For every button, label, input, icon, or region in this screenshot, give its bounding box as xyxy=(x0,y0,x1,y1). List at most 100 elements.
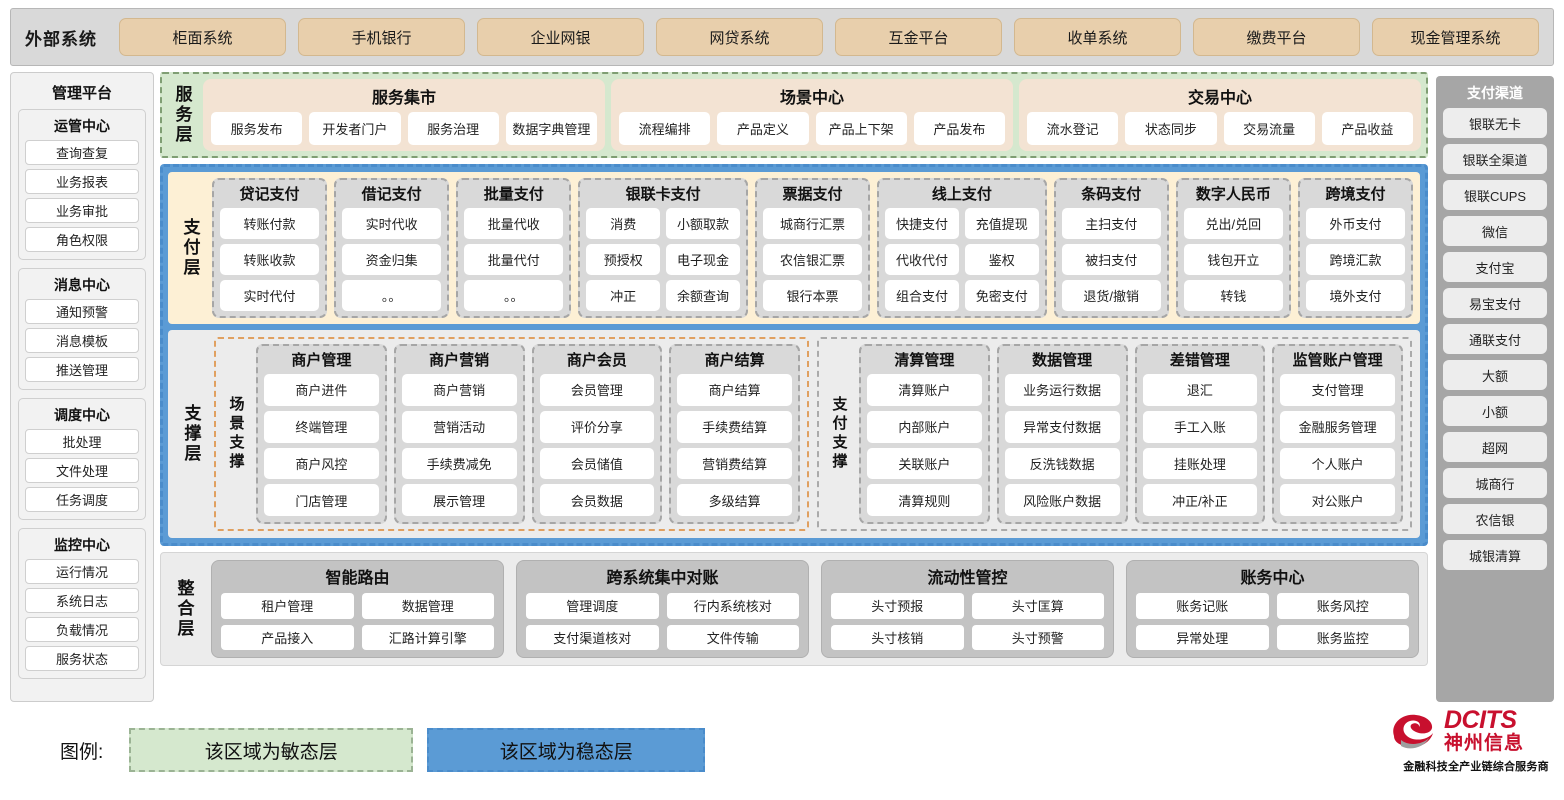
payment-chip[interactable]: 快捷支付 xyxy=(885,208,959,239)
support-chip[interactable]: 关联账户 xyxy=(867,447,982,480)
payment-channel-item[interactable]: 微信 xyxy=(1443,216,1547,246)
integration-chip[interactable]: 支付渠道核对 xyxy=(526,624,659,650)
service-chip[interactable]: 产品发布 xyxy=(913,112,1005,145)
payment-channel-item[interactable]: 城银清算 xyxy=(1443,540,1547,570)
payment-chip[interactable]: 钱包开立 xyxy=(1183,244,1283,275)
payment-chip[interactable]: 。。 xyxy=(342,280,442,311)
payment-chip[interactable]: 预授权 xyxy=(586,244,661,275)
payment-chip[interactable]: 。。 xyxy=(464,280,564,311)
support-chip[interactable]: 手续费结算 xyxy=(677,410,792,443)
payment-chip[interactable]: 转账收款 xyxy=(220,244,320,275)
management-item[interactable]: 业务报表 xyxy=(25,169,139,194)
management-item[interactable]: 负载情况 xyxy=(25,617,139,642)
payment-channel-item[interactable]: 支付宝 xyxy=(1443,252,1547,282)
payment-chip[interactable]: 银行本票 xyxy=(762,280,863,311)
support-chip[interactable]: 营销费结算 xyxy=(677,447,792,480)
external-system-chip[interactable]: 手机银行 xyxy=(298,18,465,56)
support-chip[interactable]: 内部账户 xyxy=(867,410,982,443)
payment-channel-item[interactable]: 银联无卡 xyxy=(1443,108,1547,138)
support-chip[interactable]: 手工入账 xyxy=(1142,410,1258,443)
payment-channel-item[interactable]: 城商行 xyxy=(1443,468,1547,498)
support-chip[interactable]: 反洗钱数据 xyxy=(1004,447,1120,480)
integration-chip[interactable]: 头寸核销 xyxy=(831,624,964,650)
support-chip[interactable]: 营销活动 xyxy=(401,410,517,443)
support-chip[interactable]: 异常支付数据 xyxy=(1004,410,1120,443)
support-chip[interactable]: 清算账户 xyxy=(867,374,982,406)
payment-chip[interactable]: 外币支付 xyxy=(1305,208,1406,239)
support-chip[interactable]: 会员储值 xyxy=(539,447,655,480)
payment-chip[interactable]: 兑出/兑回 xyxy=(1183,208,1283,239)
payment-channel-item[interactable]: 大额 xyxy=(1443,360,1547,390)
external-system-chip[interactable]: 网贷系统 xyxy=(656,18,823,56)
payment-channel-item[interactable]: 农信银 xyxy=(1443,504,1547,534)
management-item[interactable]: 业务审批 xyxy=(25,198,139,223)
management-item[interactable]: 系统日志 xyxy=(25,588,139,613)
payment-chip[interactable]: 转钱 xyxy=(1183,280,1283,311)
management-item[interactable]: 文件处理 xyxy=(25,458,139,483)
management-item[interactable]: 批处理 xyxy=(25,429,139,454)
external-system-chip[interactable]: 收单系统 xyxy=(1014,18,1181,56)
management-item[interactable]: 推送管理 xyxy=(25,357,139,382)
support-chip[interactable]: 清算规则 xyxy=(867,484,982,516)
support-chip[interactable]: 支付管理 xyxy=(1280,374,1395,406)
management-item[interactable]: 查询查复 xyxy=(25,140,139,165)
integration-chip[interactable]: 文件传输 xyxy=(666,624,799,650)
support-chip[interactable]: 会员数据 xyxy=(539,484,655,516)
payment-channel-item[interactable]: 银联全渠道 xyxy=(1443,144,1547,174)
payment-channel-item[interactable]: 易宝支付 xyxy=(1443,288,1547,318)
management-item[interactable]: 服务状态 xyxy=(25,646,139,671)
integration-chip[interactable]: 头寸匡算 xyxy=(971,593,1104,619)
management-item[interactable]: 消息模板 xyxy=(25,328,139,353)
support-chip[interactable]: 商户风控 xyxy=(264,447,379,480)
support-chip[interactable]: 业务运行数据 xyxy=(1004,374,1120,406)
payment-chip[interactable]: 电子现金 xyxy=(666,244,740,275)
support-chip[interactable]: 会员管理 xyxy=(539,374,655,406)
payment-chip[interactable]: 退货/撤销 xyxy=(1061,280,1161,311)
integration-chip[interactable]: 异常处理 xyxy=(1136,624,1269,650)
management-item[interactable]: 运行情况 xyxy=(25,559,139,584)
payment-chip[interactable]: 实时代付 xyxy=(220,280,320,311)
integration-chip[interactable]: 租户管理 xyxy=(221,593,354,619)
payment-channel-item[interactable]: 银联CUPS xyxy=(1443,180,1547,210)
service-chip[interactable]: 状态同步 xyxy=(1125,112,1217,145)
integration-chip[interactable]: 行内系统核对 xyxy=(666,593,799,619)
support-chip[interactable]: 冲正/补正 xyxy=(1142,484,1258,516)
service-chip[interactable]: 产品定义 xyxy=(717,112,809,145)
payment-chip[interactable]: 余额查询 xyxy=(666,280,740,311)
support-chip[interactable]: 对公账户 xyxy=(1280,484,1395,516)
support-chip[interactable]: 商户结算 xyxy=(677,374,792,406)
service-chip[interactable]: 服务发布 xyxy=(211,112,303,145)
external-system-chip[interactable]: 缴费平台 xyxy=(1193,18,1360,56)
service-chip[interactable]: 交易流量 xyxy=(1223,112,1315,145)
payment-chip[interactable]: 充值提现 xyxy=(964,208,1039,239)
payment-chip[interactable]: 资金归集 xyxy=(342,244,442,275)
support-chip[interactable]: 展示管理 xyxy=(401,484,517,516)
service-chip[interactable]: 产品上下架 xyxy=(815,112,907,145)
integration-chip[interactable]: 产品接入 xyxy=(221,624,354,650)
external-system-chip[interactable]: 企业网银 xyxy=(477,18,644,56)
service-chip[interactable]: 产品收益 xyxy=(1321,112,1413,145)
support-chip[interactable]: 评价分享 xyxy=(539,410,655,443)
integration-chip[interactable]: 管理调度 xyxy=(526,593,659,619)
integration-chip[interactable]: 数据管理 xyxy=(361,593,494,619)
service-chip[interactable]: 服务治理 xyxy=(407,112,499,145)
integration-chip[interactable]: 头寸预报 xyxy=(831,593,964,619)
payment-chip[interactable]: 组合支付 xyxy=(885,280,959,311)
payment-chip[interactable]: 跨境汇款 xyxy=(1305,244,1406,275)
support-chip[interactable]: 金融服务管理 xyxy=(1280,410,1395,443)
payment-chip[interactable]: 被扫支付 xyxy=(1061,244,1161,275)
payment-chip[interactable]: 城商行汇票 xyxy=(762,208,863,239)
support-chip[interactable]: 个人账户 xyxy=(1280,447,1395,480)
service-chip[interactable]: 开发者门户 xyxy=(309,112,401,145)
support-chip[interactable]: 退汇 xyxy=(1142,374,1258,406)
payment-channel-item[interactable]: 小额 xyxy=(1443,396,1547,426)
management-item[interactable]: 任务调度 xyxy=(25,487,139,512)
management-item[interactable]: 通知预警 xyxy=(25,299,139,324)
management-item[interactable]: 角色权限 xyxy=(25,227,139,252)
payment-chip[interactable]: 农信银汇票 xyxy=(762,244,863,275)
payment-chip[interactable]: 批量代收 xyxy=(464,208,564,239)
external-system-chip[interactable]: 互金平台 xyxy=(835,18,1002,56)
service-chip[interactable]: 流水登记 xyxy=(1027,112,1119,145)
payment-chip[interactable]: 鉴权 xyxy=(964,244,1039,275)
support-chip[interactable]: 挂账处理 xyxy=(1142,447,1258,480)
